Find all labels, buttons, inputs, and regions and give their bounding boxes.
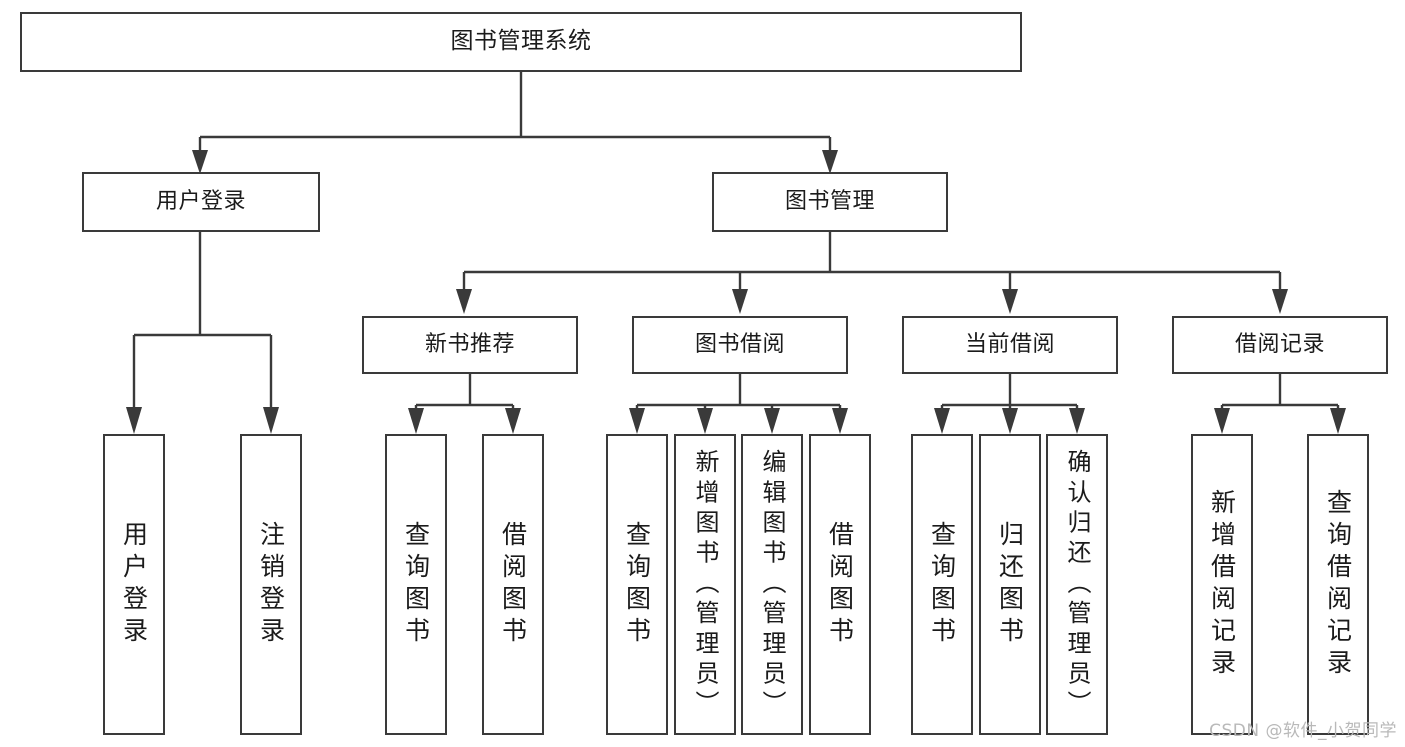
- node-leaf-logout-login[interactable]: 注销登录: [240, 434, 302, 735]
- node-leaf-add-record-label: 新增借阅记录: [1207, 488, 1237, 681]
- node-user-login[interactable]: 用户登录: [82, 172, 320, 232]
- arrowhead-leaf-borrow-book-1: [505, 408, 521, 434]
- arrowhead-leaf-add-record: [1214, 408, 1230, 434]
- node-leaf-user-login-label: 用户登录: [119, 520, 149, 649]
- node-leaf-query-book-1-label: 查询图书: [401, 520, 431, 649]
- node-leaf-borrow-book-1[interactable]: 借阅图书: [482, 434, 544, 735]
- arrowhead-leaf-query-book-1: [408, 408, 424, 434]
- node-borrow-record-label: 借阅记录: [1234, 331, 1325, 357]
- node-leaf-query-record-label: 查询借阅记录: [1323, 488, 1353, 681]
- arrowhead-leaf-query-book-2: [629, 408, 645, 434]
- arrowhead-book-manage: [822, 150, 838, 174]
- node-leaf-query-record[interactable]: 查询借阅记录: [1307, 434, 1369, 735]
- node-leaf-borrow-book-2[interactable]: 借阅图书: [809, 434, 871, 735]
- arrowhead-book-borrow: [732, 289, 748, 314]
- arrowhead-leaf-confirm-return: [1069, 408, 1085, 434]
- arrowhead-leaf-query-book-3: [934, 408, 950, 434]
- arrowhead-borrow-record: [1272, 289, 1288, 314]
- node-root[interactable]: 图书管理系统: [20, 12, 1022, 72]
- node-leaf-query-book-3[interactable]: 查询图书: [911, 434, 973, 735]
- arrowhead-leaf-user-login: [126, 407, 142, 434]
- node-leaf-query-book-2-label: 查询图书: [622, 520, 652, 649]
- node-leaf-edit-book[interactable]: 编辑图书（管理员）: [741, 434, 803, 735]
- node-book-manage[interactable]: 图书管理: [712, 172, 948, 232]
- csdn-watermark: CSDN @软件_小贺同学: [1209, 721, 1397, 741]
- node-current-borrow-label: 当前借阅: [964, 331, 1055, 357]
- node-leaf-add-book[interactable]: 新增图书（管理员）: [674, 434, 736, 735]
- node-leaf-edit-book-label: 编辑图书（管理员）: [758, 448, 786, 721]
- node-leaf-borrow-book-1-label: 借阅图书: [498, 520, 528, 649]
- node-leaf-user-login[interactable]: 用户登录: [103, 434, 165, 735]
- node-leaf-query-book-3-label: 查询图书: [927, 520, 957, 649]
- arrowhead-leaf-edit-book: [764, 408, 780, 434]
- node-leaf-return-book-label: 归还图书: [995, 520, 1025, 649]
- node-leaf-confirm-return[interactable]: 确认归还（管理员）: [1046, 434, 1108, 735]
- arrowhead-new-book-recommend: [456, 289, 472, 314]
- arrowhead-leaf-return-book: [1002, 408, 1018, 434]
- node-leaf-logout-login-label: 注销登录: [256, 520, 286, 649]
- node-leaf-borrow-book-2-label: 借阅图书: [825, 520, 855, 649]
- node-current-borrow[interactable]: 当前借阅: [902, 316, 1118, 374]
- node-book-manage-label: 图书管理: [784, 188, 875, 214]
- node-leaf-add-record[interactable]: 新增借阅记录: [1191, 434, 1253, 735]
- node-leaf-query-book-1[interactable]: 查询图书: [385, 434, 447, 735]
- node-new-book-recommend-label: 新书推荐: [424, 331, 515, 357]
- node-user-login-label: 用户登录: [155, 188, 246, 214]
- arrowhead-leaf-logout-login: [263, 407, 279, 434]
- node-leaf-add-book-label: 新增图书（管理员）: [691, 448, 719, 721]
- node-new-book-recommend[interactable]: 新书推荐: [362, 316, 578, 374]
- node-leaf-confirm-return-label: 确认归还（管理员）: [1063, 448, 1091, 721]
- node-root-label: 图书管理系统: [450, 28, 592, 55]
- node-leaf-return-book[interactable]: 归还图书: [979, 434, 1041, 735]
- arrowhead-user-login: [192, 150, 208, 174]
- arrowhead-leaf-add-book: [697, 408, 713, 434]
- node-book-borrow[interactable]: 图书借阅: [632, 316, 848, 374]
- node-leaf-query-book-2[interactable]: 查询图书: [606, 434, 668, 735]
- node-borrow-record[interactable]: 借阅记录: [1172, 316, 1388, 374]
- arrowhead-current-borrow: [1002, 289, 1018, 314]
- node-book-borrow-label: 图书借阅: [694, 331, 785, 357]
- arrowhead-leaf-query-record: [1330, 408, 1346, 434]
- arrowhead-leaf-borrow-book-2: [832, 408, 848, 434]
